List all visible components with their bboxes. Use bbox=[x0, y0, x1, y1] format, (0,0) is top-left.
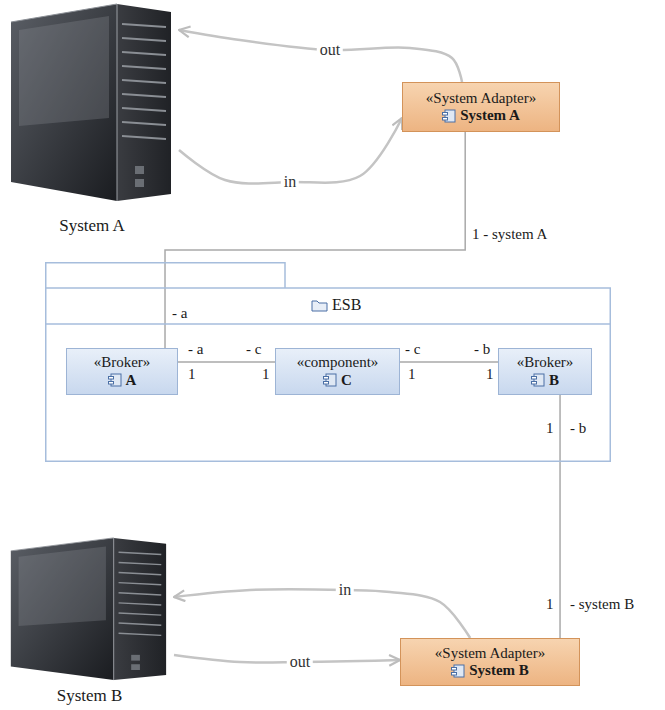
system-adapter-box: «System Adapter»System B bbox=[400, 638, 580, 686]
computer-system: System A bbox=[5, 0, 179, 238]
component-icon bbox=[108, 373, 122, 387]
multiplicity-label: 1 bbox=[262, 366, 270, 383]
connector-label: in bbox=[336, 581, 354, 599]
flow-arrow bbox=[174, 589, 470, 638]
stereotype-label: «Broker» bbox=[94, 354, 151, 371]
element-name: A bbox=[126, 372, 137, 389]
element-name: System A bbox=[460, 107, 520, 124]
association-line bbox=[178, 361, 275, 363]
element-name: System B bbox=[469, 662, 529, 679]
flow-arrow bbox=[179, 30, 462, 82]
text-row: System B bbox=[451, 662, 529, 679]
multiplicity-label: 1 bbox=[188, 366, 196, 383]
connector-label: in bbox=[281, 173, 299, 191]
text-row: «System Adapter» bbox=[426, 90, 536, 107]
text-row: B bbox=[531, 372, 559, 389]
connector-label: out bbox=[287, 653, 313, 671]
multiplicity-label: 1 bbox=[408, 366, 416, 383]
package-name: ESB bbox=[332, 296, 361, 314]
component-icon bbox=[531, 373, 545, 387]
multiplicity-label: - a bbox=[172, 305, 187, 322]
text-row: «component» bbox=[297, 354, 379, 371]
text-row: System B bbox=[5, 686, 174, 706]
broker-box: «Broker»A bbox=[66, 348, 178, 395]
text-row: «System Adapter» bbox=[435, 645, 545, 662]
broker-box: «Broker»B bbox=[498, 348, 592, 395]
multiplicity-label: 1 - system A bbox=[472, 226, 547, 243]
component-icon bbox=[442, 109, 456, 123]
text-row: «Broker» bbox=[517, 354, 574, 371]
stereotype-label: «Broker» bbox=[517, 354, 574, 371]
multiplicity-label: - b bbox=[474, 341, 490, 358]
element-name: C bbox=[341, 372, 352, 389]
stereotype-label: «component» bbox=[297, 354, 379, 371]
folder-icon bbox=[311, 298, 328, 312]
computer-system: System B bbox=[5, 535, 174, 708]
multiplicity-label: - c bbox=[405, 341, 420, 358]
text-row: A bbox=[108, 372, 137, 389]
connector-label: out bbox=[317, 41, 343, 59]
text-row: «Broker» bbox=[94, 354, 151, 371]
text-row: System A bbox=[442, 107, 520, 124]
text-row: C bbox=[323, 372, 352, 389]
component-icon bbox=[323, 373, 337, 387]
association-line bbox=[559, 395, 561, 638]
multiplicity-label: 1 bbox=[546, 596, 554, 613]
system-label: System A bbox=[59, 216, 125, 236]
computer-tower bbox=[11, 538, 166, 680]
multiplicity-label: - c bbox=[246, 341, 261, 358]
multiplicity-label: 1 bbox=[546, 420, 554, 437]
system-adapter-box: «System Adapter»System A bbox=[402, 82, 560, 132]
system-label: System B bbox=[57, 686, 123, 706]
multiplicity-label: - b bbox=[570, 420, 586, 437]
multiplicity-label: 1 bbox=[486, 366, 494, 383]
text-row: ESB bbox=[311, 296, 361, 314]
package-frame: ESB«Broker»A«component»C«Broker»B bbox=[45, 262, 611, 462]
stereotype-label: «System Adapter» bbox=[435, 645, 545, 662]
association-line bbox=[165, 132, 465, 348]
computer-tower bbox=[11, 4, 171, 201]
multiplicity-label: - system B bbox=[570, 596, 634, 613]
multiplicity-label: - a bbox=[188, 341, 203, 358]
element-name: B bbox=[549, 372, 559, 389]
text-row: System A bbox=[5, 216, 179, 236]
stereotype-label: «System Adapter» bbox=[426, 90, 536, 107]
association-line bbox=[400, 361, 498, 363]
component-box: «component»C bbox=[275, 348, 400, 395]
component-icon bbox=[451, 664, 465, 678]
